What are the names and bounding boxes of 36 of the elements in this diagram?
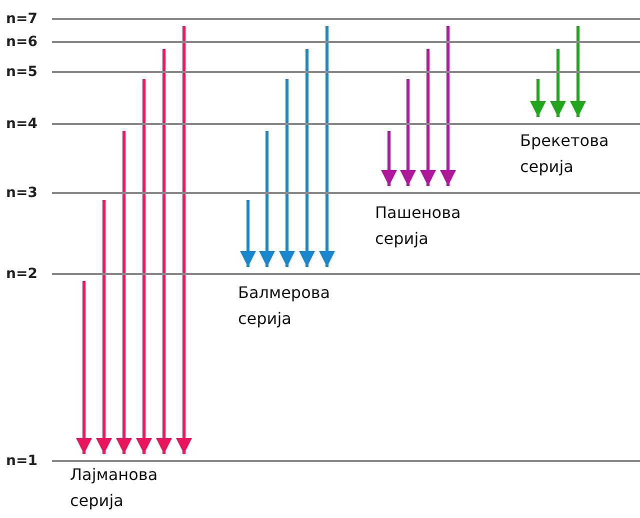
series-label: Лајманова серија bbox=[70, 464, 159, 512]
transition-arrow bbox=[400, 79, 416, 186]
transition-arrow bbox=[570, 26, 586, 117]
energy-level bbox=[6, 454, 640, 468]
transition-arrow bbox=[279, 79, 295, 267]
level-label: n=6 bbox=[6, 35, 38, 49]
transition-arrow bbox=[381, 131, 397, 186]
series-label: Балмерова серија bbox=[238, 282, 332, 330]
energy-level bbox=[6, 65, 640, 79]
series-label: Брекетова серија bbox=[520, 130, 610, 178]
transition-arrow bbox=[176, 26, 192, 454]
level-label: n=3 bbox=[6, 186, 38, 200]
transition-arrow bbox=[240, 200, 256, 267]
transition-arrow bbox=[420, 49, 436, 186]
level-label: n=4 bbox=[6, 117, 38, 131]
transition-arrow bbox=[440, 26, 456, 186]
energy-level bbox=[6, 186, 640, 200]
energy-level bbox=[6, 117, 640, 131]
transition-arrow bbox=[319, 26, 335, 267]
level-label: n=5 bbox=[6, 65, 38, 79]
transition-arrow bbox=[299, 49, 315, 267]
energy-level bbox=[6, 35, 640, 49]
transition-arrow bbox=[156, 49, 172, 454]
transition-arrow bbox=[116, 131, 132, 454]
transition-arrow bbox=[76, 281, 92, 454]
transition-arrow bbox=[259, 131, 275, 267]
level-label: n=1 bbox=[6, 454, 38, 468]
energy-level bbox=[6, 267, 640, 281]
level-label: n=2 bbox=[6, 267, 38, 281]
level-label: n=7 bbox=[6, 12, 38, 26]
transition-arrow bbox=[96, 200, 112, 454]
transition-arrow bbox=[136, 79, 152, 454]
transition-arrow bbox=[530, 79, 546, 117]
energy-level bbox=[6, 12, 640, 26]
transition-arrow bbox=[550, 49, 566, 117]
series-label: Пашенова серија bbox=[375, 202, 462, 250]
